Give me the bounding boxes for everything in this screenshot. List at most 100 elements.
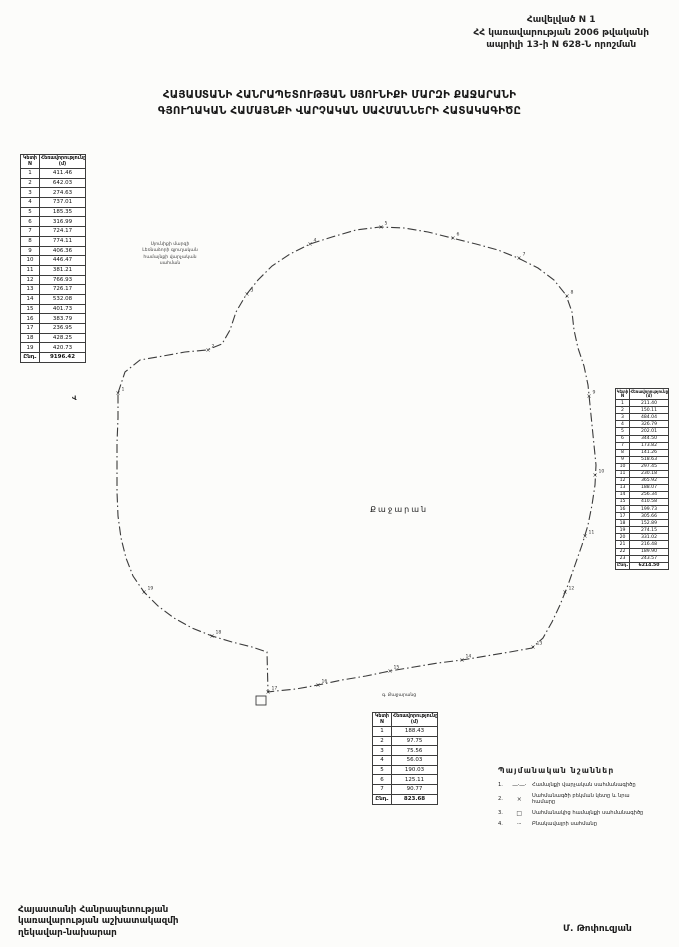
legend-item: 4. ··· Բնակավայրի սահմանը (498, 821, 654, 828)
table-cell: 8 (20, 235, 40, 247)
table-total-label: Ընդ. (615, 561, 630, 570)
table-cell: 188.43 (391, 726, 438, 737)
table-cell: 2 (372, 735, 392, 747)
table-cell: 56.03 (391, 755, 438, 766)
boundary-point-number: 2 (212, 344, 215, 350)
table-cell: 18 (20, 332, 40, 344)
boundary-point-number: 11 (589, 530, 595, 536)
table-cell: 642.03 (39, 177, 86, 189)
signatory-line-1: Հայաստանի Հանրապետության (18, 905, 169, 915)
page-title-line-1: ՀԱՅԱՍՏԱՆԻ ՀԱՆՐԱՊԵՏՈՒԹՅԱՆ ՍՅՈՒՆԻՔԻ ՄԱՐԶԻ … (162, 89, 517, 101)
table-cell: 13 (615, 483, 630, 493)
signatory-name: Մ. Թոփուզյան (563, 924, 632, 934)
table-cell: 726.17 (39, 284, 86, 295)
table-cell: 484.04 (629, 413, 669, 422)
table-cell: 331.02 (629, 533, 669, 542)
table-cell: 4 (615, 420, 630, 429)
table-cell: 15 (20, 303, 40, 315)
boundary-point-marker: × (586, 393, 591, 400)
appendix-header: Հավելված N 1 ՀՀ կառավարության 2006 թվակա… (473, 14, 649, 52)
table-cell: 383.79 (39, 313, 86, 325)
table-total-label: Ընդ. (20, 352, 40, 363)
table-cell: 256.34 (629, 490, 669, 500)
table-cell: 428.25 (39, 332, 86, 344)
boundary-point-marker: × (387, 668, 392, 675)
table-cell: 1 (372, 726, 392, 737)
boundary-line-icon: —·—· (512, 782, 526, 789)
table-cell: 274.15 (629, 526, 669, 535)
boundary-point-number: 8 (571, 290, 574, 296)
table-cell: 401.73 (39, 303, 86, 315)
boundary-point-marker: × (564, 293, 569, 300)
table-cell: 7 (615, 441, 630, 450)
boundary-point-number: 6 (457, 232, 460, 238)
legend-item-label: Սահմանակից համայնքի սահմանագիծը (532, 810, 644, 817)
page-title: ՀԱՅԱՍՏԱՆԻ ՀԱՆՐԱՊԵՏՈՒԹՅԱՆ ՍՅՈՒՆԻՔԻ ՄԱՐԶԻ … (0, 88, 679, 120)
boundary-point-number: 3 (251, 288, 254, 294)
boundary-point-number: 18 (216, 630, 222, 636)
table-cell: 7 (20, 226, 40, 237)
table-cell: 3 (372, 745, 392, 757)
table-cell: 152.89 (629, 519, 669, 528)
table-header-point: Կետի N (20, 153, 40, 170)
table-cell: 766.93 (39, 274, 86, 286)
table-cell: 16 (20, 313, 40, 325)
page-title-line-2: ԳՅՈՒՂԱԿԱՆ ՀԱՄԱՅՆՔԻ ՎԱՐՉԱԿԱՆ ՍԱՀՄԱՆՆԵՐԻ Հ… (157, 104, 522, 117)
boundary-point-number: 5 (385, 221, 388, 227)
table-header-distance: Հեռավորությունը (մ) (391, 711, 438, 728)
table-cell: 274.63 (39, 187, 86, 199)
table-header-point: Կետի N (372, 711, 392, 728)
table-cell: 185.35 (39, 206, 86, 218)
table-cell: 420.73 (39, 342, 86, 354)
boundary-point-marker: × (315, 682, 320, 689)
boundary-point-marker: × (516, 255, 521, 262)
table-cell: 3 (20, 187, 40, 199)
table-cell: 202.01 (629, 427, 669, 436)
table-cell: 10 (20, 255, 40, 266)
table-cell: 141.26 (629, 448, 669, 457)
table-cell: 410.58 (629, 498, 669, 507)
table-cell: 316.99 (39, 216, 86, 228)
map-annotation-line: Սյունիքի մարզի (150, 242, 190, 247)
break-point-icon: × (516, 795, 522, 803)
signatory-line-3: ղեկավար-նախարար (18, 927, 117, 938)
legend-item: 1. —·—· Համայնքի վարչական սահմանագիծը (498, 782, 654, 789)
table-cell: 4 (372, 755, 392, 766)
community-name-label: Քաջարան (370, 505, 428, 514)
boundary-point-number: 12 (569, 586, 575, 592)
table-cell: 11 (615, 469, 630, 478)
table-cell: 13 (20, 284, 40, 295)
table-cell: 20 (615, 533, 630, 542)
table-cell: 125.11 (391, 774, 438, 786)
boundary-point-marker: × (205, 347, 210, 354)
table-header-point: Կետի N (615, 387, 630, 401)
table-header-row: Կետի N Հեռավորությունը (մ) (20, 153, 86, 170)
legend-item-number: 1. (498, 782, 503, 789)
table-cell: 211.40 (629, 399, 669, 408)
table-cell: 18 (615, 519, 630, 528)
legend-item: 2. × Սահմանագծի բեկման կետը և նրա համարը (498, 793, 654, 805)
